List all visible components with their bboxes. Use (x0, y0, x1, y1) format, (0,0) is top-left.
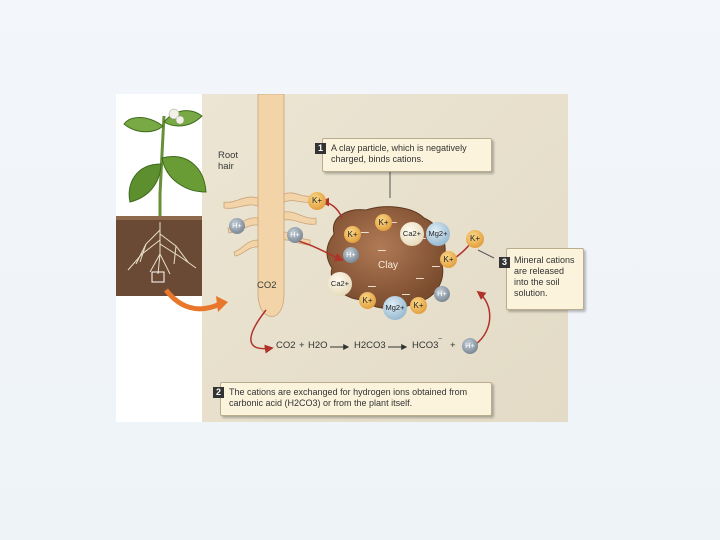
ion-k-3: K+ (375, 214, 392, 231)
svg-text:–: – (378, 241, 386, 257)
ion-ca-1: Ca2+ (400, 222, 424, 246)
callout-2-text: The cations are exchanged for hydrogen i… (229, 387, 487, 409)
root-hair-label: Root hair (218, 150, 238, 172)
callout-1: 1 A clay particle, which is negatively c… (322, 138, 492, 172)
ion-h-5: H+ (462, 338, 478, 354)
ion-k-label: K+ (312, 196, 322, 205)
callout-3-number: 3 (499, 257, 510, 268)
ion-mg-1: Mg2+ (426, 222, 450, 246)
cation-exchange-figure: ––– ––– ––– K+ H+ H+ K+ K+ Ca2+ Mg2+ K+ … (116, 94, 568, 422)
callout-3: 3 Mineral cations are released into the … (506, 248, 584, 310)
callout-2-number: 2 (213, 387, 224, 398)
callout-1-number: 1 (315, 143, 326, 154)
equation-plus-2: + (450, 340, 456, 351)
equation-hco3: HCO3 (412, 340, 438, 351)
ion-h-2: H+ (287, 227, 303, 243)
svg-text:–: – (416, 269, 424, 285)
ion-h-3: H+ (343, 247, 359, 263)
callout-3-text: Mineral cations are released into the so… (514, 255, 580, 299)
equation-h2o: H2O (308, 340, 328, 351)
equation-h2co3: H2CO3 (354, 340, 386, 351)
ion-h-1: H+ (229, 218, 245, 234)
ion-k-4: K+ (466, 230, 484, 248)
svg-text:–: – (361, 223, 369, 239)
plant-leaves (124, 109, 206, 202)
callout-1-text: A clay particle, which is negatively cha… (331, 143, 487, 165)
equation-plus-1: + (299, 340, 305, 351)
ion-k-7: K+ (410, 297, 427, 314)
ion-k-6: K+ (359, 292, 376, 309)
equation-hco3-charge: − (438, 336, 442, 343)
clay-label: Clay (378, 260, 398, 271)
ion-k-2: K+ (344, 226, 361, 243)
ion-ca-2: Ca2+ (328, 272, 352, 296)
equation-co2: CO2 (276, 340, 296, 351)
svg-text:–: – (368, 277, 376, 293)
soil-block (116, 218, 202, 296)
ion-k-5: K+ (440, 251, 457, 268)
ion-mg-2: Mg2+ (383, 296, 407, 320)
ion-k-1: K+ (308, 192, 326, 210)
svg-text:–: – (432, 257, 440, 273)
callout-2: 2 The cations are exchanged for hydrogen… (220, 382, 492, 416)
ion-h-4: H+ (434, 286, 450, 302)
co2-root-label: CO2 (257, 280, 277, 291)
